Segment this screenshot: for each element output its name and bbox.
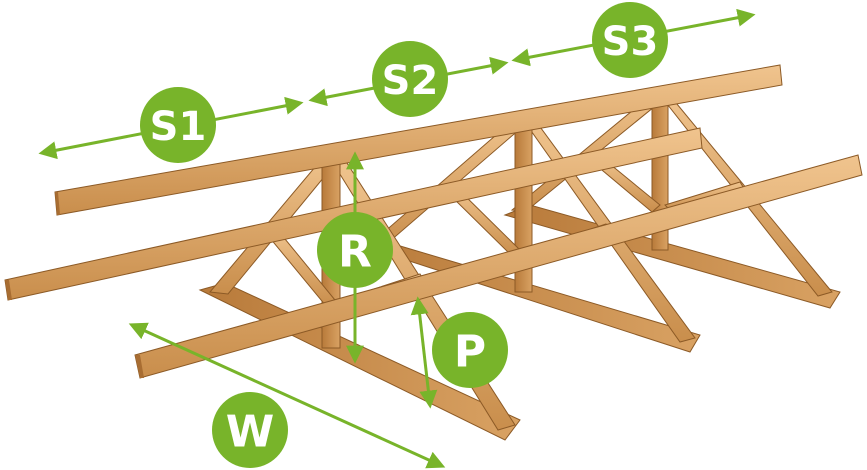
label-badge-s1: S1 [140, 87, 216, 163]
label-s3: S3 [602, 19, 659, 65]
label-badge-r: R [317, 212, 393, 288]
label-badge-s3: S3 [592, 2, 668, 78]
w-dimension-arrow [128, 322, 446, 469]
top-purlin [54, 64, 783, 216]
label-badge-s2: S2 [372, 41, 448, 117]
label-r: R [338, 227, 372, 278]
label-badge-w: W [212, 392, 288, 468]
label-s2: S2 [382, 58, 439, 104]
label-badge-p: P [432, 312, 508, 388]
label-p: P [454, 327, 486, 378]
label-s1: S1 [150, 104, 207, 150]
label-w: W [226, 407, 275, 458]
